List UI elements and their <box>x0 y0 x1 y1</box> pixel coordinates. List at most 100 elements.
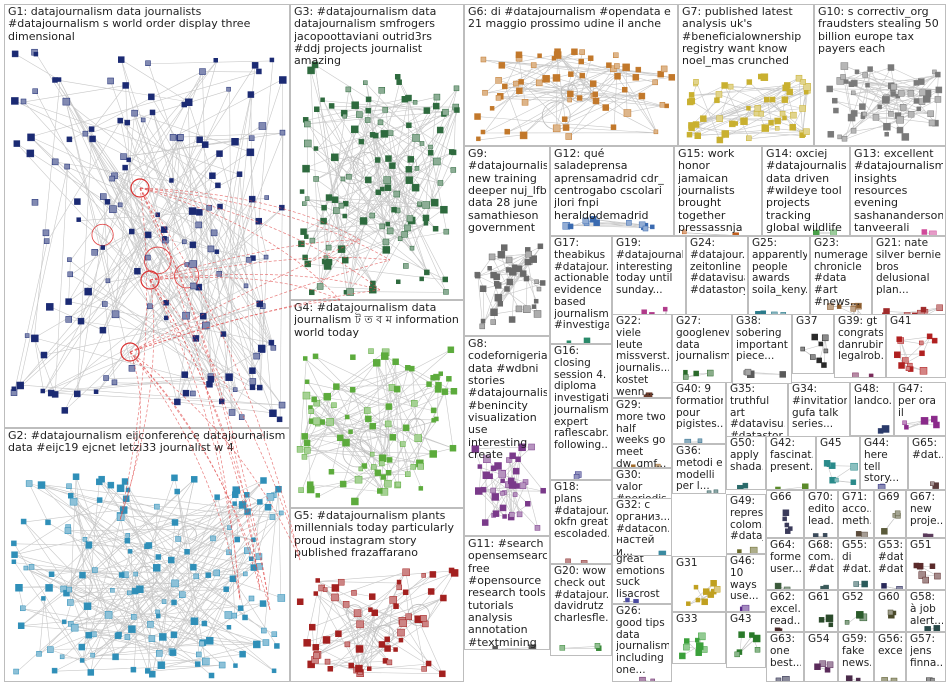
edge <box>40 484 255 542</box>
node <box>374 157 381 163</box>
node <box>133 571 138 577</box>
node <box>247 91 255 98</box>
edge <box>397 106 457 212</box>
edge <box>334 571 406 598</box>
edge <box>46 120 121 242</box>
group-panel-g34: G34: #invitation gufa talk series... <box>788 382 850 444</box>
self-loop <box>338 156 366 185</box>
node <box>610 124 617 130</box>
node <box>613 52 619 58</box>
node <box>844 620 850 625</box>
node <box>652 79 658 86</box>
node <box>64 527 72 534</box>
node <box>836 77 845 85</box>
node <box>233 663 238 668</box>
node <box>881 677 888 681</box>
group-nodes-g14 <box>813 229 837 235</box>
node <box>182 239 187 245</box>
edge <box>172 566 260 653</box>
node <box>492 510 500 517</box>
node <box>534 525 541 531</box>
node <box>313 652 320 660</box>
node <box>868 373 874 377</box>
node <box>509 511 515 518</box>
node <box>430 198 439 207</box>
group-nodes-g62 <box>774 627 783 631</box>
node <box>502 514 507 519</box>
node <box>693 79 699 85</box>
node <box>811 333 818 341</box>
edge <box>483 66 618 134</box>
node <box>482 89 488 96</box>
hub-loop <box>130 178 150 198</box>
inter-group-edge <box>139 187 391 261</box>
node <box>896 336 902 342</box>
edge <box>306 594 318 643</box>
edge <box>221 65 256 402</box>
node <box>827 303 834 310</box>
edge <box>495 647 532 649</box>
edge <box>395 361 400 486</box>
edge <box>483 59 661 75</box>
node <box>716 136 724 144</box>
group-label: G16: closing session 4. diploma investig… <box>554 346 609 451</box>
node <box>888 111 894 117</box>
node <box>364 117 371 123</box>
edge <box>691 85 788 129</box>
node <box>214 249 220 254</box>
edge <box>82 481 100 662</box>
node <box>248 595 255 602</box>
node <box>171 599 177 606</box>
node <box>100 245 106 250</box>
edge <box>30 71 260 138</box>
edge <box>375 362 421 467</box>
group-label: G32: с организ... #datacon... настей и..… <box>616 500 669 556</box>
node <box>902 420 907 426</box>
node <box>409 245 415 251</box>
node <box>438 371 443 376</box>
edge <box>86 605 194 622</box>
edge <box>166 303 212 377</box>
edge <box>690 85 725 103</box>
group-nodes-g45 <box>823 460 858 485</box>
group-label: G57: jens finna... <box>910 634 943 669</box>
node <box>412 99 418 105</box>
node <box>45 584 53 592</box>
node <box>36 651 42 657</box>
node <box>417 201 422 207</box>
node <box>480 486 487 493</box>
edge <box>151 96 250 261</box>
node <box>754 646 761 653</box>
group-nodes-g33 <box>679 632 708 660</box>
node <box>439 670 446 678</box>
node <box>261 627 267 634</box>
edge <box>82 574 227 590</box>
node <box>342 213 347 219</box>
node <box>449 444 457 452</box>
group-nodes-g40 <box>684 438 703 443</box>
edge <box>317 109 428 274</box>
node <box>454 107 460 113</box>
node <box>734 651 740 658</box>
node <box>277 594 286 602</box>
node <box>450 569 459 577</box>
node <box>380 352 389 360</box>
node <box>226 86 231 92</box>
node <box>862 72 868 78</box>
group-nodes-g28 <box>625 597 639 603</box>
node <box>109 175 115 182</box>
group-label: G24: #datajour... zeitonline #datavisua.… <box>690 238 745 296</box>
inter-group-edge <box>119 351 141 521</box>
node <box>754 105 762 112</box>
node <box>237 605 244 611</box>
node <box>638 92 646 100</box>
node <box>497 250 506 259</box>
node <box>79 571 86 579</box>
node <box>93 389 99 394</box>
edge <box>30 136 262 349</box>
node <box>382 238 390 246</box>
node <box>786 88 793 96</box>
group-label: G8: codefornigeria_ data #wdbni stories … <box>468 338 547 461</box>
group-label: G12: qué saladeprensa aprensamadrid cdr_… <box>554 148 664 222</box>
node <box>177 134 184 141</box>
